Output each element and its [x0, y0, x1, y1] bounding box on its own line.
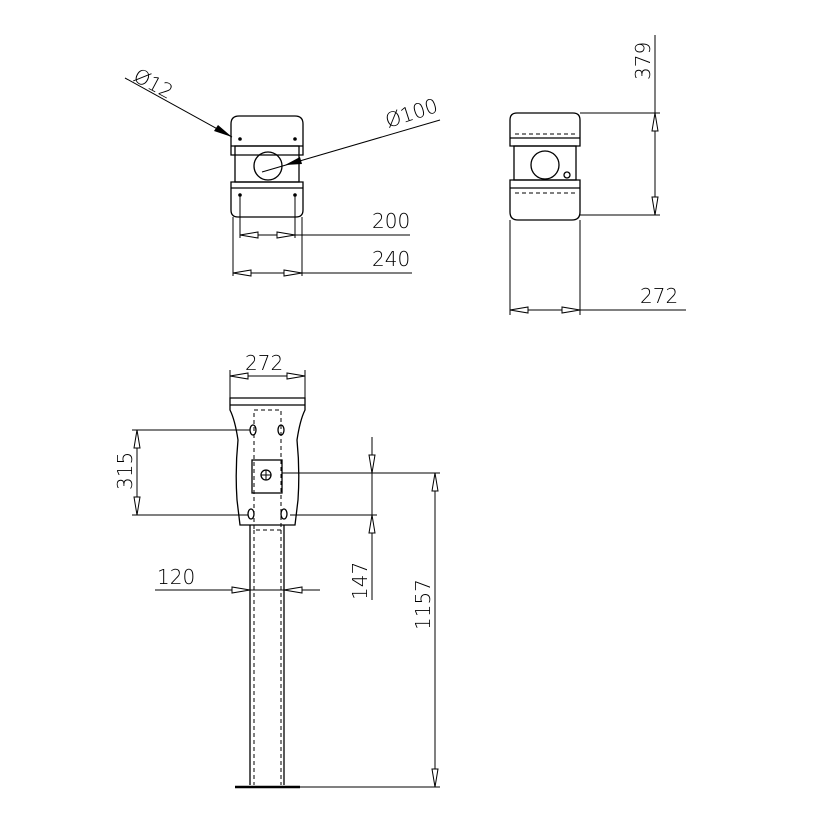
dim-hole-spacing: 315 — [113, 452, 137, 490]
dim-head-width: 272 — [245, 351, 283, 375]
front-top-view: Ø12 Ø100 200 240 — [124, 63, 441, 277]
dim-offset: 147 — [348, 562, 372, 600]
elevation-view: 272 315 120 147 1157 — [113, 351, 440, 789]
dim-circle-diameter: Ø100 — [382, 93, 441, 132]
side-top-view: 379 272 — [509, 35, 686, 315]
dim-outer-width: 240 — [372, 247, 410, 271]
dim-total-height: 1157 — [411, 579, 435, 630]
dim-width: 272 — [640, 284, 678, 308]
dim-inner-width: 200 — [372, 209, 410, 233]
dim-pole-width: 120 — [157, 565, 195, 589]
dim-height: 379 — [631, 42, 655, 80]
dim-hole-diameter: Ø12 — [130, 63, 178, 104]
